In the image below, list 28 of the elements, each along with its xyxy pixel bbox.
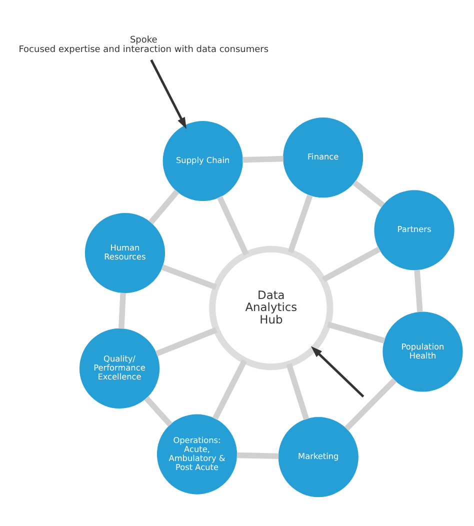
connector [236,452,279,459]
node-text: Spoke Focused expertise and interaction with data consumers [18,34,269,55]
node-circle: Quality/ Performance Excellence [79,328,160,408]
connector [414,269,423,312]
arrow [311,346,364,397]
node-circle: Marketing [278,416,358,497]
node-circle: Human Resources [84,212,166,293]
arrow [150,58,186,128]
connector [322,246,381,282]
connector [161,264,217,290]
connector [352,180,385,207]
connector [216,195,249,256]
connector [327,321,386,343]
connector [286,362,310,420]
connector [155,326,218,356]
connector [344,377,397,430]
connector [212,358,248,420]
node-circle: Supply Chain [162,120,243,201]
node-circle: Operations: Acute, Ambulatory & Post Acute [156,414,238,494]
connector [118,292,126,328]
connector [144,396,172,426]
node-circle: Data Analytics Hub [209,245,334,370]
connector [242,155,284,162]
node-circle: Partners [374,190,454,270]
connector [148,189,180,224]
node-circle: Population Health [382,311,463,392]
node-circle: Finance [283,117,364,198]
connector [288,194,313,253]
